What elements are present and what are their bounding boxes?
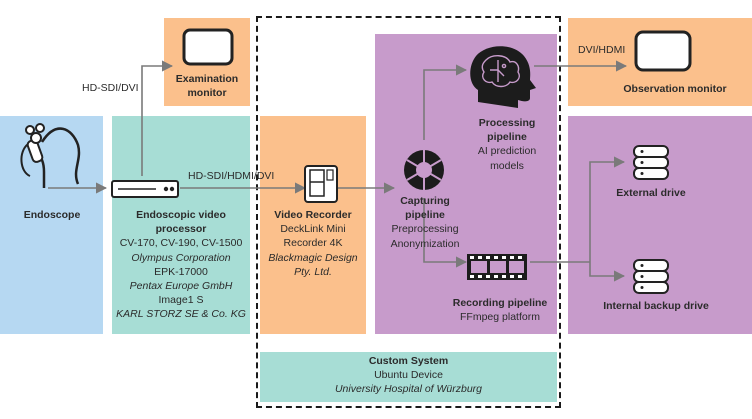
custom-system-line1: Ubuntu Device [374,369,443,382]
processing-line1: AI prediction [477,145,537,158]
observation-monitor-icon [634,30,692,72]
observation-monitor-label: Observation monitor [623,83,727,95]
camera-aperture-icon [404,150,444,190]
processor-title: Endoscopic video processor [136,209,226,236]
recording-text: Recording pipeline FFmpeg platform [440,296,560,324]
endoscope-label: Endoscope [23,209,81,221]
processor-vendor-storz: KARL STORZ SE & Co. KG [116,308,246,321]
endoscope-panel [0,116,103,334]
capturing-title: Capturing pipeline [400,195,450,222]
arrow-capturing-to-recording [423,198,468,268]
recorder-vendor-line1: Blackmagic Design [268,251,358,264]
recorder-model-line1: DeckLink Mini [280,223,346,236]
video-recorder-icon [304,165,338,203]
recorder-model-line2: Recorder 4K [283,237,343,250]
custom-system-text: Custom System Ubuntu Device University H… [260,354,557,397]
capturing-text: Capturing pipeline Preprocessing Anonymi… [380,194,470,251]
processing-title: Processing pipeline [478,117,536,144]
recorder-title: Video Recorder [274,209,352,221]
internal-drive-icon [633,259,669,294]
processing-line2: models [490,159,524,172]
processor-vendor-olympus: Olympus Corporation [131,251,231,264]
recorder-panel [260,116,366,334]
custom-system-panel [260,352,557,402]
arrow-processor-to-exam-monitor [141,60,174,176]
custom-system-title: Custom System [368,355,449,367]
custom-system-border [256,16,561,408]
recorder-text: Video Recorder DeckLink Mini Recorder 4K… [260,208,366,279]
film-strip-icon [467,254,527,280]
capturing-line1: Preprocessing [391,223,459,236]
label-dvi-hdmi: DVI/HDMI [578,44,626,56]
custom-system-line2: University Hospital of Würzburg [334,383,483,396]
examination-monitor-label: Examination monitor [175,73,239,100]
ai-head-icon [470,46,536,108]
recording-line1: FFmpeg platform [460,311,540,324]
processor-text: Endoscopic video processor CV-170, CV-19… [112,208,250,321]
processor-panel [112,116,250,334]
label-hd-sdi-hdmi-dvi: HD-SDI/HDMI/DVI [188,170,275,182]
label-hd-sdi-dvi: HD-SDI/DVI [82,82,139,94]
arrow-to-internal-drive [589,262,626,282]
processor-model-olympus: CV-170, CV-190, CV-1500 [119,237,243,250]
processor-model-pentax: EPK-17000 [154,265,208,278]
examination-monitor-icon [182,28,234,66]
processor-vendor-pentax: Pentax Europe GmbH [129,279,233,292]
arrow-to-external-drive [589,156,626,262]
internal-drive-label: Internal backup drive [603,300,709,312]
external-drive-icon [633,145,669,180]
endoscope-icon [20,123,81,188]
processing-text: Processing pipeline AI prediction models [460,116,554,173]
external-drive-label: External drive [616,187,686,199]
processor-model-storz: Image1 S [158,294,204,307]
capturing-line2: Anonymization [390,237,460,250]
arrow-capturing-to-processing [423,64,468,140]
recorder-vendor-line2: Pty. Ltd. [294,265,332,278]
recording-title: Recording pipeline [452,297,548,309]
video-processor-icon [111,180,179,198]
